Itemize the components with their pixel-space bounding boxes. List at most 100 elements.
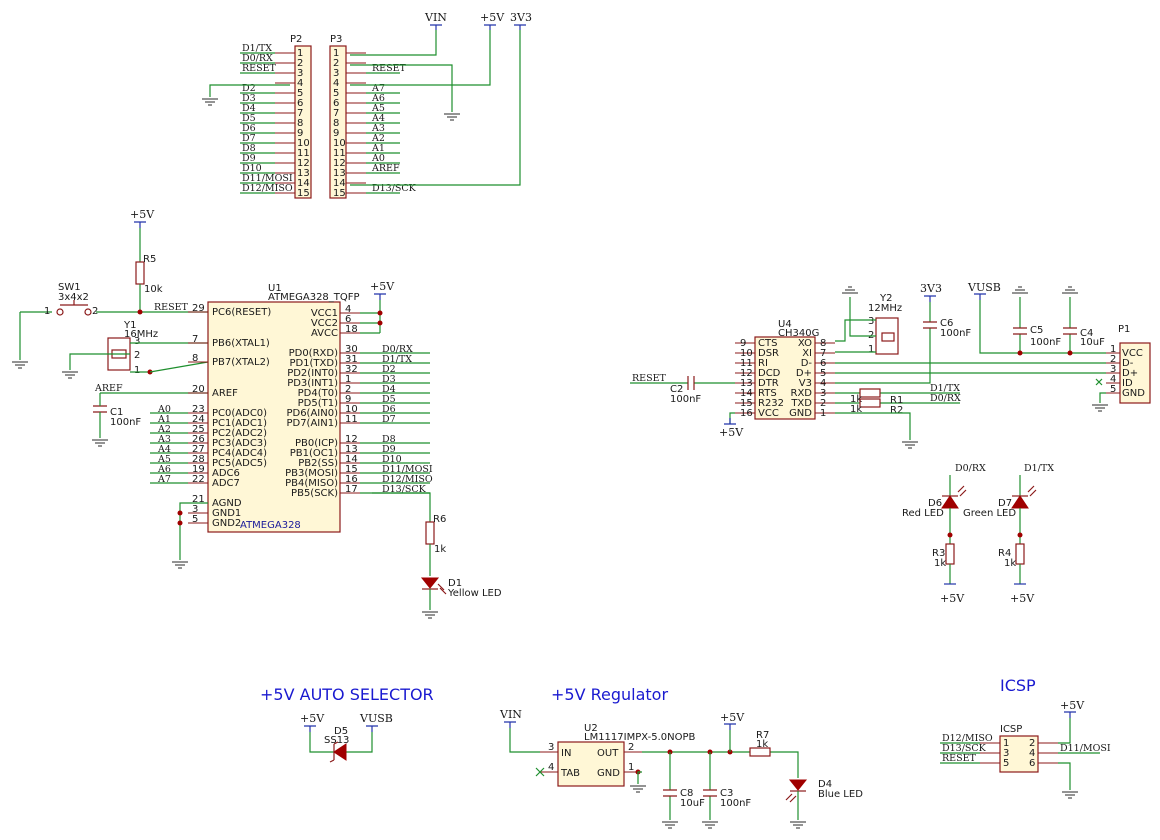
- svg-text:100nF: 100nF: [110, 417, 141, 428]
- u1-pin-number: 27: [192, 444, 205, 455]
- u4-pin-number: 2: [820, 398, 826, 409]
- svg-text:D4: D4: [818, 779, 832, 790]
- u4-pin-name: VCC: [758, 408, 779, 419]
- p3-net-label: A7: [371, 83, 385, 94]
- power-5v-regulator: +5V: [720, 711, 745, 730]
- u4-pin-name: V3: [799, 378, 812, 389]
- svg-text:1: 1: [868, 344, 874, 355]
- p1-pin-name: VCC: [1122, 348, 1143, 359]
- p3-net-label: A4: [371, 113, 385, 124]
- u1-pin-name: ADC6: [212, 468, 240, 479]
- svg-text:3: 3: [868, 316, 874, 327]
- svg-text:R7: R7: [756, 730, 769, 741]
- p2-net-label: D11/MOSI: [242, 173, 293, 184]
- p2-net-label: D3: [242, 93, 256, 104]
- p1-pin-name: D+: [1122, 368, 1138, 379]
- power-5v-r5: +5V: [130, 208, 155, 228]
- u1-pin-number: 2: [345, 384, 351, 395]
- p1-pin-number: 2: [1110, 354, 1116, 365]
- power-3v3-u4: 3V3: [920, 282, 942, 302]
- ground-symbol: [444, 113, 460, 121]
- u1-pin-name: PC5(ADC5): [212, 458, 267, 469]
- u1-net-label: A0: [157, 404, 171, 415]
- svg-text:4: 4: [548, 762, 554, 773]
- p2-pin-number: 14: [297, 178, 310, 189]
- power-vin-regulator: VIN: [499, 708, 522, 728]
- svg-text:2: 2: [1029, 738, 1035, 749]
- svg-text:CH340G: CH340G: [778, 328, 819, 339]
- svg-text:P1: P1: [1118, 324, 1130, 335]
- u1-pin-number: 24: [192, 414, 205, 425]
- p2-net-label: D4: [242, 103, 256, 114]
- p3-ref: P3: [330, 34, 342, 45]
- svg-text:100nF: 100nF: [720, 798, 751, 809]
- p1-pin-number: 3: [1110, 364, 1116, 375]
- u1-pin-name: GND1: [212, 508, 241, 519]
- u1-pin-number: 23: [192, 404, 205, 415]
- p2-net-label: D5: [242, 113, 256, 124]
- svg-text:100nF: 100nF: [1030, 337, 1061, 348]
- net-d0rx: D0/RX: [930, 393, 961, 404]
- p2-pin-number: 15: [297, 188, 310, 199]
- p3-net-label: A5: [371, 103, 385, 114]
- svg-text:3: 3: [548, 742, 554, 753]
- svg-text:3: 3: [134, 336, 140, 347]
- svg-text:1k: 1k: [850, 394, 862, 405]
- svg-text:IN: IN: [561, 748, 571, 759]
- u4-pin-number: 11: [740, 358, 753, 369]
- u1-pin-name: PB1(OC1): [290, 448, 338, 459]
- u1-net-label: D3: [382, 374, 396, 385]
- svg-text:12MHz: 12MHz: [868, 303, 902, 314]
- svg-text:ATMEGA328: ATMEGA328: [240, 520, 301, 531]
- p3-pin-number: 5: [333, 88, 339, 99]
- svg-text:3V3: 3V3: [510, 11, 532, 24]
- capacitor-c6: C6 100nF: [923, 318, 971, 339]
- p3-net-label: D13/SCK: [372, 183, 417, 194]
- u4-pin-number: 1: [820, 408, 826, 419]
- ground-symbol: [12, 361, 28, 369]
- u1-pin-number: 28: [192, 454, 205, 465]
- capacitor-c2: C2 100nF: [670, 376, 701, 405]
- p2-net-label: D1/TX: [242, 43, 272, 54]
- resistor-r2: 1k R2: [850, 398, 903, 416]
- svg-text:LM1117IMPX-5.0NOPB: LM1117IMPX-5.0NOPB: [584, 732, 696, 743]
- u1-pin-name: PB0(ICP): [295, 438, 338, 449]
- svg-text:C8: C8: [680, 788, 693, 799]
- p3-pin-number: 1: [333, 48, 339, 59]
- u1-net-label: D10: [382, 454, 402, 465]
- p3-pin-number: 2: [333, 58, 339, 69]
- svg-text:2: 2: [92, 306, 98, 317]
- capacitor-c5: C5 100nF: [1013, 325, 1061, 348]
- u1-pin-name: PC6(RESET): [212, 307, 271, 318]
- junction: [137, 309, 143, 315]
- ground-symbol: [1012, 286, 1028, 294]
- u4-pin-name: CTS: [758, 338, 777, 349]
- u1-pin-number: 30: [345, 344, 358, 355]
- crystal-y1: Y1 16MHz 3 2 1: [107, 320, 158, 376]
- u1-pin-number: 10: [345, 404, 358, 415]
- p2-pin-number: 11: [297, 148, 310, 159]
- p2-pin-number: 5: [297, 88, 303, 99]
- svg-text:D1/TX: D1/TX: [1024, 463, 1054, 474]
- u1-net-label: D4: [382, 384, 396, 395]
- ground-symbol: [702, 821, 718, 829]
- u1-pin-number: 13: [345, 444, 358, 455]
- u1-pin-name: GND2: [212, 518, 241, 529]
- header-p2: P2 1D1/TX2D0/RX3RESET45D26D37D48D59D610D…: [240, 34, 312, 199]
- resistor-r7: R7 1k: [749, 730, 771, 757]
- p3-net-label: A0: [371, 153, 385, 164]
- svg-text:U2: U2: [584, 723, 598, 734]
- svg-text:SW1: SW1: [58, 282, 81, 293]
- u1-net-label: D5: [382, 394, 396, 405]
- ground-symbol: [662, 821, 678, 829]
- resistor-r6: R6 1k: [425, 514, 446, 555]
- p3-body: [329, 45, 347, 199]
- svg-text:+5V: +5V: [300, 712, 325, 725]
- u4-pin-name: GND: [789, 408, 812, 419]
- u1-net-label: D7: [382, 414, 396, 425]
- power-5v-selector: +5V: [300, 712, 325, 732]
- ground-symbol: [172, 561, 188, 569]
- svg-text:1: 1: [628, 762, 634, 773]
- u4-pin-number: 3: [820, 388, 826, 399]
